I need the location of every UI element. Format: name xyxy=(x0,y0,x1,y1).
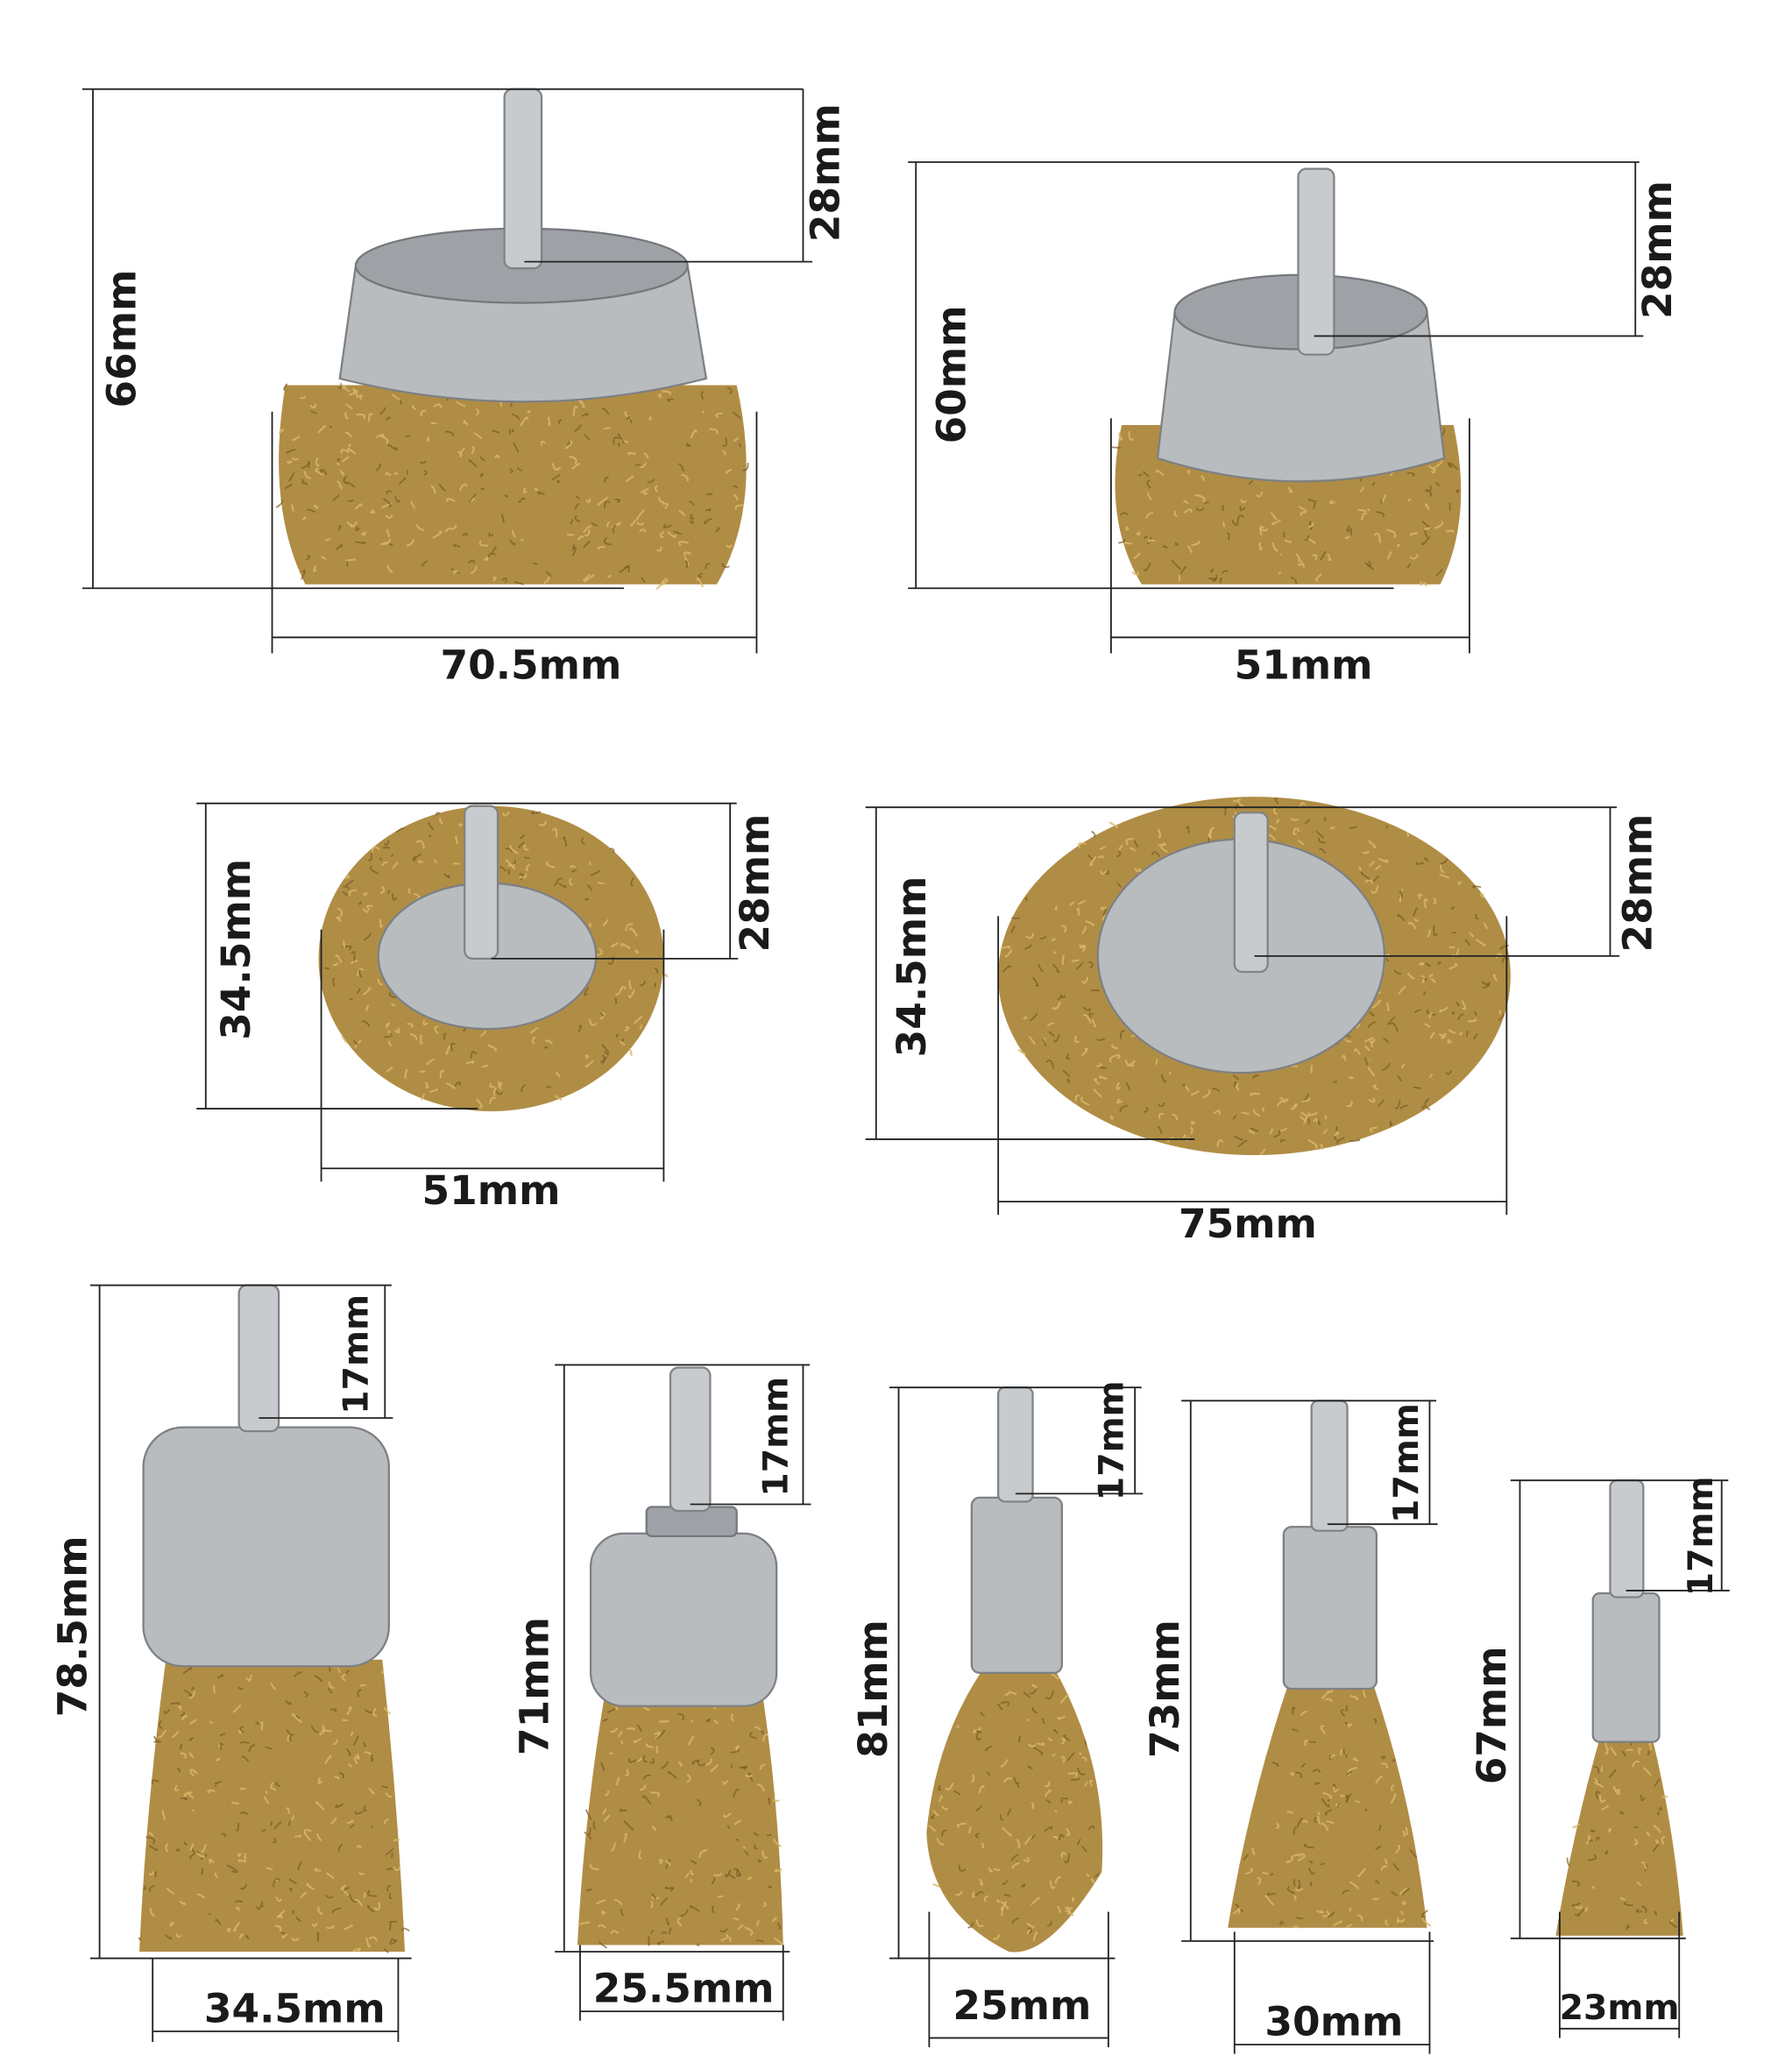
shank-label: 17mm xyxy=(755,1377,796,1497)
shank xyxy=(997,1386,1034,1503)
brass-bristles xyxy=(926,1669,1103,1953)
shank-label: 17mm xyxy=(1386,1403,1427,1523)
wheel-brush-large xyxy=(998,797,1511,1156)
wire-texture xyxy=(275,381,749,591)
width-label: 34.5mm xyxy=(204,1985,386,2031)
cup-cap xyxy=(142,1426,390,1668)
height-label: 71mm xyxy=(512,1617,558,1755)
ferrule xyxy=(1591,1591,1661,1743)
shank-label: 17mm xyxy=(1092,1380,1132,1500)
height-label: 34.5mm xyxy=(213,859,259,1040)
shank-label: 28mm xyxy=(802,103,848,242)
cup-brush-medium xyxy=(1111,167,1462,587)
wire-texture xyxy=(579,1702,783,1949)
shank xyxy=(1609,1479,1645,1599)
shank-label: 17mm xyxy=(336,1294,377,1414)
width-label: 75mm xyxy=(1179,1201,1317,1247)
shank-label: 17mm xyxy=(1681,1476,1721,1596)
height-label: 34.5mm xyxy=(889,876,935,1058)
brass-bristles xyxy=(1555,1739,1683,1936)
cup-cap xyxy=(589,1532,778,1707)
shank xyxy=(1310,1400,1349,1532)
pencil-brush-medium xyxy=(1228,1400,1432,1929)
wire-texture xyxy=(1566,1738,1678,1931)
dimension-lines xyxy=(81,88,1730,2054)
cup-brush-large xyxy=(275,88,749,591)
pencil-brush-large xyxy=(926,1386,1103,1953)
brass-bristles xyxy=(279,385,747,585)
width-label: 51mm xyxy=(422,1167,561,1214)
height-label: 67mm xyxy=(1469,1646,1515,1784)
height-label: 66mm xyxy=(99,270,145,408)
width-label: 70.5mm xyxy=(441,642,622,688)
shank-label: 28mm xyxy=(1634,181,1681,319)
end-brush-medium xyxy=(577,1366,783,1949)
wire-texture xyxy=(1232,1684,1432,1929)
width-label: 25mm xyxy=(953,1982,1091,2029)
height-label: 73mm xyxy=(1142,1620,1188,1758)
pencil-brush-small xyxy=(1555,1479,1683,1936)
wire-texture xyxy=(138,1654,410,1953)
shank xyxy=(669,1366,712,1513)
height-label: 78.5mm xyxy=(49,1535,96,1717)
end-brush-large xyxy=(138,1284,410,1953)
wire-texture xyxy=(928,1672,1100,1942)
shank xyxy=(237,1284,280,1433)
height-label: 60mm xyxy=(928,305,974,443)
width-label: 25.5mm xyxy=(593,1966,775,2012)
height-label: 81mm xyxy=(850,1620,896,1758)
shank-label: 28mm xyxy=(732,814,778,953)
width-label: 30mm xyxy=(1264,1998,1403,2045)
brass-bristles xyxy=(139,1659,406,1952)
width-label: 51mm xyxy=(1235,642,1373,688)
shank xyxy=(1233,812,1269,974)
dimension-labels: 66mm 28mm 70.5mm 60mm 28mm 51mm 34.5mm 2… xyxy=(49,103,1721,2045)
width-label: 23mm xyxy=(1560,1988,1680,2028)
ferrule xyxy=(970,1496,1063,1675)
shank xyxy=(1297,167,1335,356)
shank xyxy=(503,88,543,270)
wheel-brush-small xyxy=(318,804,668,1112)
ferrule xyxy=(1282,1526,1378,1691)
shank xyxy=(464,805,499,961)
shank-label: 28mm xyxy=(1614,814,1661,953)
